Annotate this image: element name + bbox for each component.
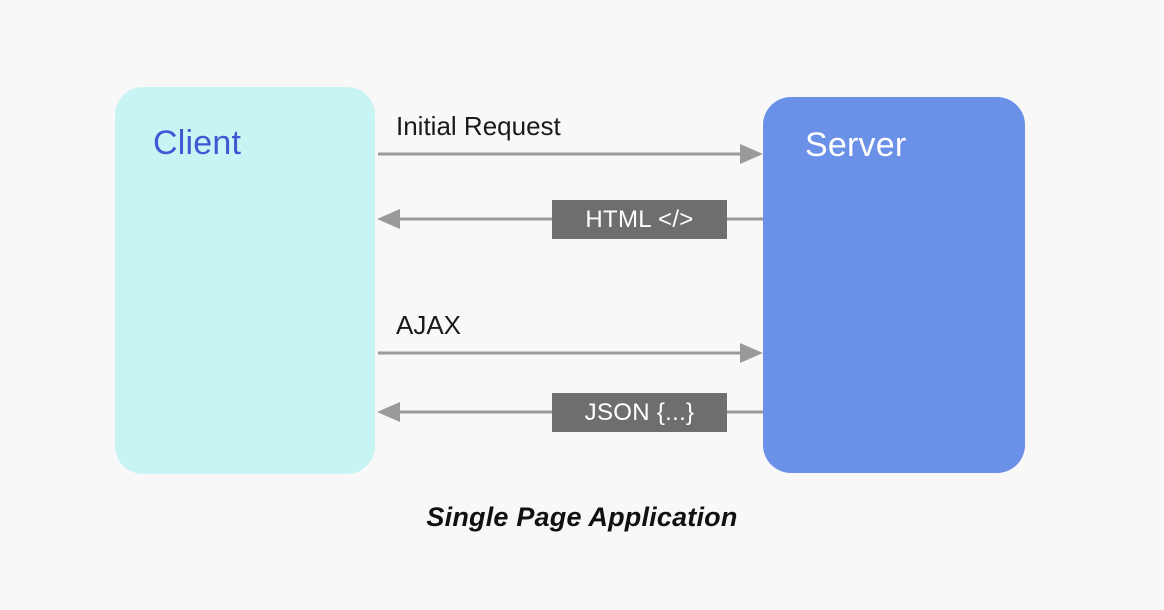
arrowhead-right-icon (740, 343, 763, 363)
edge-label-ajax: AJAX (396, 310, 462, 340)
arrowhead-left-icon (377, 209, 400, 229)
node-client-label: Client (153, 124, 242, 162)
edge-json-response (377, 402, 763, 422)
node-server[interactable]: Server (763, 97, 1025, 473)
edge-badge-json-response: JSON {...} (552, 393, 727, 432)
edge-label-initial-request: Initial Request (396, 111, 561, 141)
node-server-label: Server (805, 126, 907, 164)
node-client[interactable]: Client (115, 87, 375, 474)
edge-badge-html-response: HTML </> (552, 200, 727, 239)
edge-initial-request (378, 144, 763, 164)
arrowhead-left-icon (377, 402, 400, 422)
arrowhead-right-icon (740, 144, 763, 164)
diagram-caption: Single Page Application (426, 502, 738, 532)
edge-html-response (377, 209, 763, 229)
edge-ajax-request (378, 343, 763, 363)
